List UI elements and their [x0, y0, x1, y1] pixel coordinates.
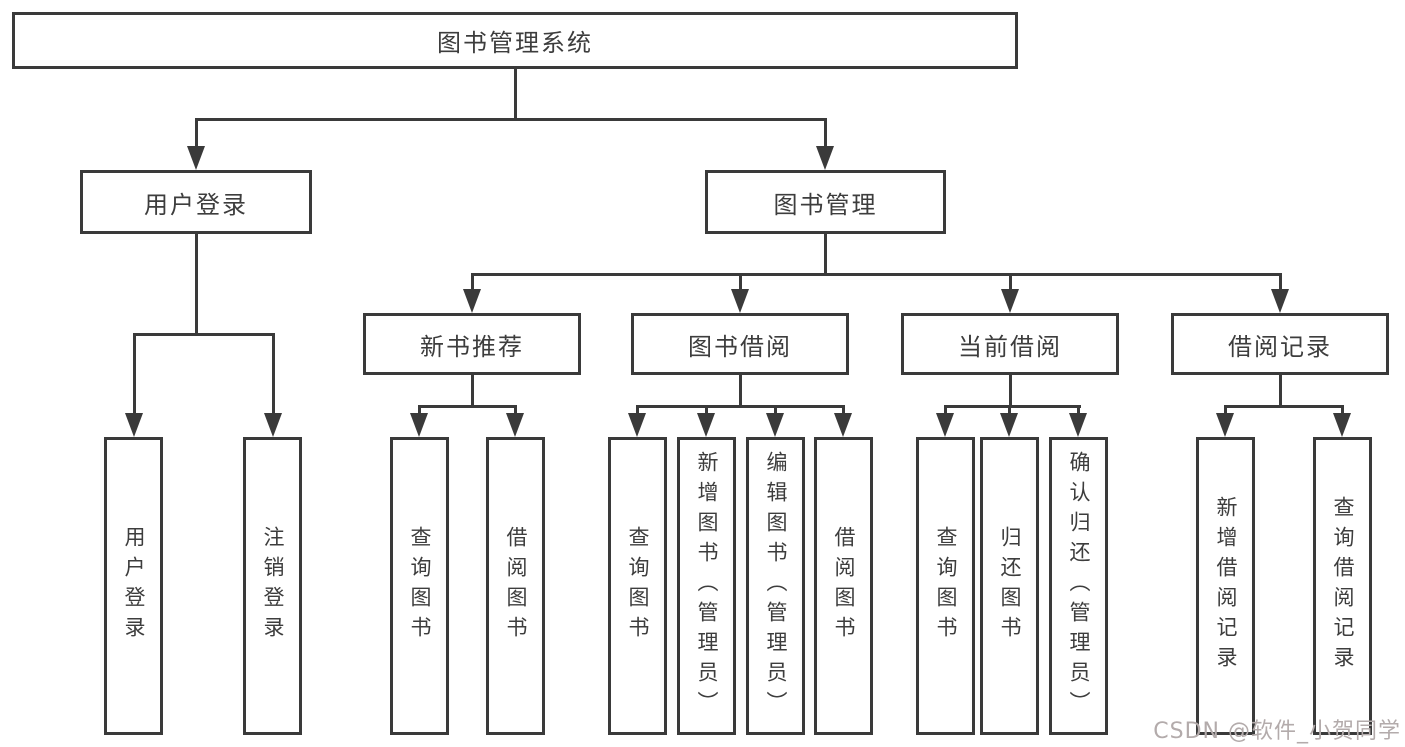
- connector-line: [133, 333, 275, 336]
- connector-line: [739, 375, 742, 407]
- connector-line: [418, 405, 517, 408]
- connector-line: [944, 405, 1081, 408]
- node-borrow-records: 借阅记录: [1171, 313, 1389, 375]
- arrow-down-icon: [125, 413, 143, 437]
- leaf-confirm-return-admin: 确认归还（管理员）: [1049, 437, 1108, 735]
- node-book-management: 图书管理: [705, 170, 946, 234]
- connector-line: [471, 375, 474, 407]
- arrow-down-icon: [264, 413, 282, 437]
- arrow-down-icon: [816, 146, 834, 170]
- arrow-down-icon: [1333, 413, 1351, 437]
- arrow-down-icon: [410, 413, 428, 437]
- leaf-user-login: 用户登录: [104, 437, 163, 735]
- connector-line: [739, 273, 742, 291]
- node-label: 借阅记录: [1228, 332, 1332, 361]
- node-label: 注销登录: [261, 526, 285, 646]
- connector-line: [1077, 405, 1080, 415]
- node-label: 用户登录: [122, 526, 146, 646]
- connector-line: [636, 405, 845, 408]
- connector-line: [272, 333, 275, 415]
- connector-line: [944, 405, 947, 415]
- connector-line: [195, 234, 198, 335]
- connector-line: [1224, 405, 1344, 408]
- node-label: 图书管理: [773, 190, 878, 219]
- connector-line: [1009, 273, 1012, 291]
- node-label: 图书借阅: [688, 332, 792, 361]
- connector-line: [195, 118, 827, 121]
- connector-line: [824, 234, 827, 275]
- arrow-down-icon: [187, 146, 205, 170]
- connector-line: [514, 405, 517, 415]
- arrow-down-icon: [1271, 289, 1289, 313]
- csdn-watermark: CSDN @软件_小贺同学: [1153, 719, 1401, 744]
- node-label: 归还图书: [998, 526, 1022, 646]
- leaf-add-book-admin: 新增图书（管理员）: [677, 437, 736, 735]
- arrow-down-icon: [936, 413, 954, 437]
- connector-line: [705, 405, 708, 415]
- node-label: 查询图书: [408, 526, 432, 646]
- node-current-borrow: 当前借阅: [901, 313, 1119, 375]
- connector-line: [471, 273, 474, 291]
- connector-line: [1341, 405, 1344, 415]
- node-label: 用户登录: [144, 190, 248, 219]
- arrow-down-icon: [506, 413, 524, 437]
- leaf-borrow-book-recommend: 借阅图书: [486, 437, 545, 735]
- leaf-query-book-borrow: 查询图书: [608, 437, 667, 735]
- node-book-borrow: 图书借阅: [631, 313, 849, 375]
- connector-line: [842, 405, 845, 415]
- connector-line: [418, 405, 421, 415]
- node-label: 确认归还（管理员）: [1067, 451, 1091, 721]
- connector-line: [774, 405, 777, 415]
- node-label: 查询借阅记录: [1331, 496, 1355, 676]
- arrow-down-icon: [834, 413, 852, 437]
- connector-line: [133, 333, 136, 415]
- node-label: 查询图书: [626, 526, 650, 646]
- node-label: 新增图书（管理员）: [695, 451, 719, 721]
- arrow-down-icon: [1001, 289, 1019, 313]
- arrow-down-icon: [766, 413, 784, 437]
- node-label: 当前借阅: [958, 332, 1062, 361]
- arrow-down-icon: [697, 413, 715, 437]
- connector-line: [1224, 405, 1227, 415]
- leaf-query-book-recommend: 查询图书: [390, 437, 449, 735]
- node-user-login: 用户登录: [80, 170, 312, 234]
- node-new-book-recommend: 新书推荐: [363, 313, 581, 375]
- connector-line: [824, 118, 827, 148]
- leaf-logout-login: 注销登录: [243, 437, 302, 735]
- arrow-down-icon: [731, 289, 749, 313]
- leaf-borrow-book: 借阅图书: [814, 437, 873, 735]
- connector-line: [636, 405, 639, 415]
- node-label: 新书推荐: [420, 332, 524, 361]
- connector-line: [1279, 273, 1282, 291]
- leaf-add-borrow-record: 新增借阅记录: [1196, 437, 1255, 735]
- node-label: 查询图书: [934, 526, 958, 646]
- connector-line: [195, 118, 198, 148]
- connector-line: [514, 69, 517, 118]
- leaf-query-borrow-record: 查询借阅记录: [1313, 437, 1372, 735]
- connector-line: [471, 273, 1282, 276]
- arrow-down-icon: [628, 413, 646, 437]
- node-label: 借阅图书: [832, 526, 856, 646]
- leaf-edit-book-admin: 编辑图书（管理员）: [746, 437, 805, 735]
- arrow-down-icon: [1069, 413, 1087, 437]
- connector-line: [1008, 405, 1011, 415]
- connector-line: [1279, 375, 1282, 407]
- node-label: 编辑图书（管理员）: [764, 451, 788, 721]
- leaf-return-book: 归还图书: [980, 437, 1039, 735]
- node-library-management-system: 图书管理系统: [12, 12, 1018, 69]
- arrow-down-icon: [463, 289, 481, 313]
- arrow-down-icon: [1000, 413, 1018, 437]
- node-label: 新增借阅记录: [1214, 496, 1238, 676]
- leaf-query-book-current: 查询图书: [916, 437, 975, 735]
- arrow-down-icon: [1216, 413, 1234, 437]
- node-label: 借阅图书: [504, 526, 528, 646]
- node-label: 图书管理系统: [437, 29, 593, 57]
- connector-line: [1009, 375, 1012, 407]
